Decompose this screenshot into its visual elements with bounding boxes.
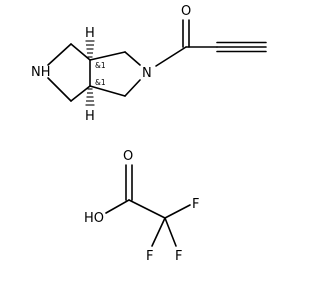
atom-label-nh: NH [31,65,51,80]
atom-label-o: O [181,4,191,19]
atom-label-ho: HO [84,211,104,226]
bond [151,217,166,247]
atom-label-n: N [142,66,152,81]
atom-label-f2: F [146,249,153,264]
bond [70,85,91,102]
bond [164,217,177,247]
atom-label-o: O [123,149,133,164]
atom-label-f3: F [175,249,182,264]
bond [89,51,126,61]
bond [124,51,141,66]
trifluoroacetic-acid-molecule: O HO F F F [84,149,199,264]
bond [47,77,72,102]
atom-label-h-top: H [85,26,95,41]
bond [164,204,191,219]
bond [47,43,72,66]
atom-label-h-bottom: H [85,109,95,124]
stereo-label-bottom: &1 [95,78,106,87]
bond [105,199,130,214]
bond [70,43,91,61]
structure-canvas: NH N O H H &1 &1 O HO F F F [31,4,267,264]
bond [89,85,126,97]
hashed-wedge-bond [85,88,95,106]
bond [155,46,187,67]
atom-label-f1: F [192,197,199,212]
stereo-label-top: &1 [95,61,106,70]
bicyclic-amide-molecule: NH N O H H &1 &1 [31,4,267,124]
hashed-wedge-bond [85,40,95,58]
bond [124,79,141,97]
bond [128,199,166,219]
chemical-structure-drawing: NH N O H H &1 &1 O HO F F F [31,4,267,264]
